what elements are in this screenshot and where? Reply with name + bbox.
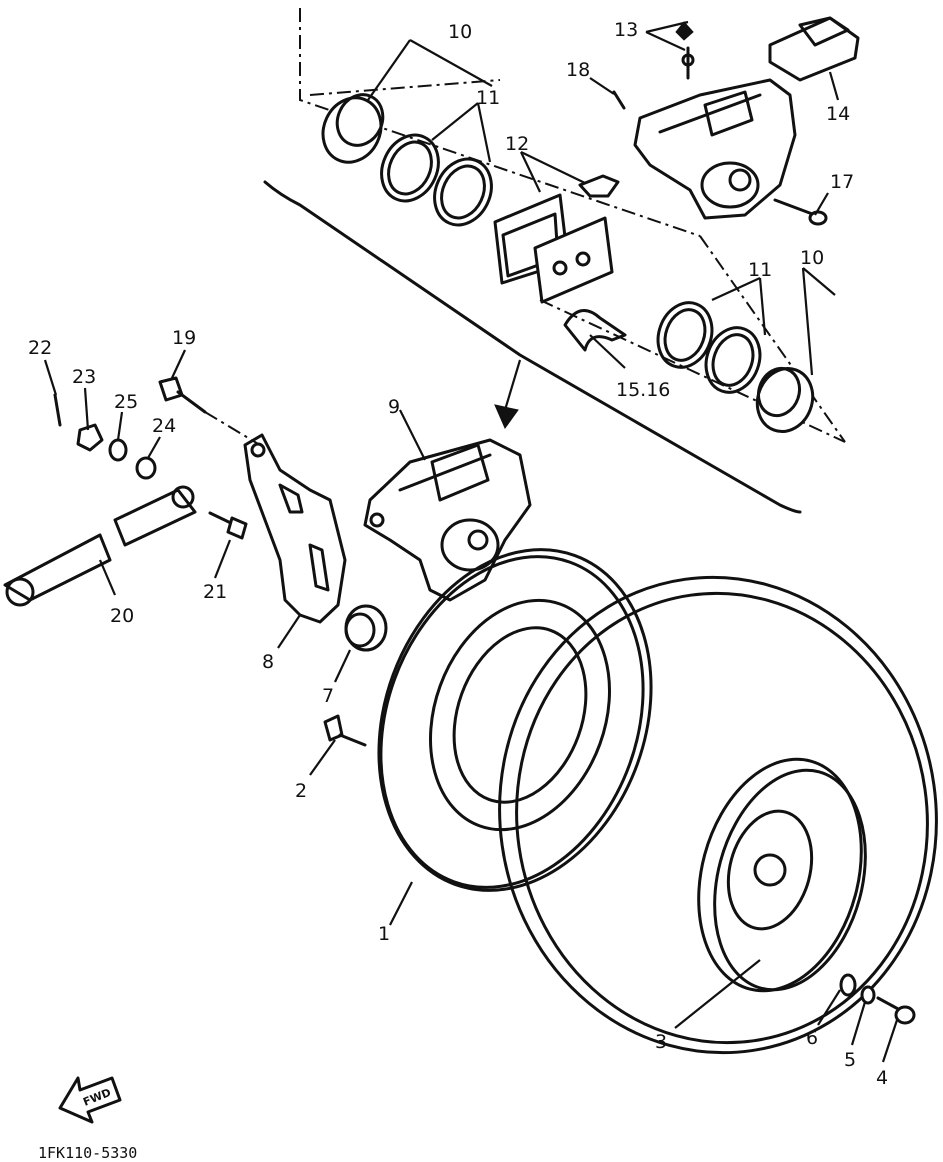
- bracket-collar: [344, 604, 388, 652]
- callout-13: 13: [614, 19, 638, 41]
- callout-5: 5: [844, 1049, 856, 1071]
- retaining-pin: [612, 90, 626, 110]
- brake-pad-2: [533, 216, 614, 304]
- forward-arrow: FWD: [58, 1076, 122, 1124]
- seal-ring-top-1: [380, 133, 440, 203]
- cover-ring: [713, 768, 867, 992]
- plain-washer: [135, 456, 157, 480]
- cover-screw: [876, 996, 916, 1025]
- callout-21: 21: [203, 581, 227, 603]
- callout-6: 6: [806, 1027, 818, 1049]
- callout-10a: 10: [448, 21, 472, 43]
- piston-top: [321, 93, 385, 164]
- caliper-assembly: [363, 438, 532, 602]
- callout-20: 20: [110, 605, 134, 627]
- caliper-bracket: [243, 433, 347, 624]
- leader-lines: [43, 20, 899, 1063]
- callout-7: 7: [322, 685, 334, 707]
- torque-rod: [3, 485, 197, 607]
- callout-9: 9: [388, 396, 400, 418]
- screw-lockwasher: [860, 985, 876, 1005]
- callout-17: 17: [830, 171, 854, 193]
- callout-10b: 10: [800, 247, 824, 269]
- pad-support-plate: [563, 309, 627, 352]
- callout-18: 18: [566, 59, 590, 81]
- callout-12: 12: [505, 133, 529, 155]
- seal-ring-top-2: [433, 157, 493, 227]
- caliper-body-inset: [633, 78, 797, 220]
- callout-24: 24: [152, 415, 176, 437]
- seal-ring-bottom-1: [656, 301, 714, 369]
- callout-23: 23: [72, 366, 96, 388]
- callout-8: 8: [262, 651, 274, 673]
- callout-15-16: 15.16: [616, 379, 670, 401]
- callout-11b: 11: [748, 259, 772, 281]
- callout-2: 2: [295, 780, 307, 802]
- drawing-code: 1FK110-5330: [38, 1144, 137, 1162]
- callout-labels: 10 11 12 13 14 18 17 10 11 15.16 9 19 22…: [28, 19, 888, 1089]
- callout-14: 14: [826, 103, 850, 125]
- caliper-cap: [768, 16, 860, 82]
- caliper-bolt-inset: [773, 198, 828, 226]
- callout-25: 25: [114, 391, 138, 413]
- callout-11a: 11: [476, 87, 500, 109]
- inset-arrow: [494, 359, 522, 430]
- disc-bolt: [323, 714, 367, 747]
- wheel: [498, 575, 938, 1055]
- callout-22: 22: [28, 337, 52, 359]
- callout-1: 1: [378, 923, 390, 945]
- torque-rod-bolt: [208, 511, 248, 540]
- callout-3: 3: [655, 1031, 667, 1053]
- piston-bottom: [755, 366, 815, 433]
- lock-washer: [108, 438, 128, 462]
- seal-ring-bottom-2: [704, 326, 762, 394]
- brake-disc: [377, 548, 653, 892]
- nut: [76, 423, 104, 452]
- bracket-bolt: [158, 376, 261, 446]
- cotter-pin: [53, 393, 62, 427]
- callout-19: 19: [172, 327, 196, 349]
- pad-clip: [578, 174, 620, 198]
- bleeder-screw: [675, 21, 695, 80]
- callout-4: 4: [876, 1067, 888, 1089]
- screw-washer: [839, 973, 857, 997]
